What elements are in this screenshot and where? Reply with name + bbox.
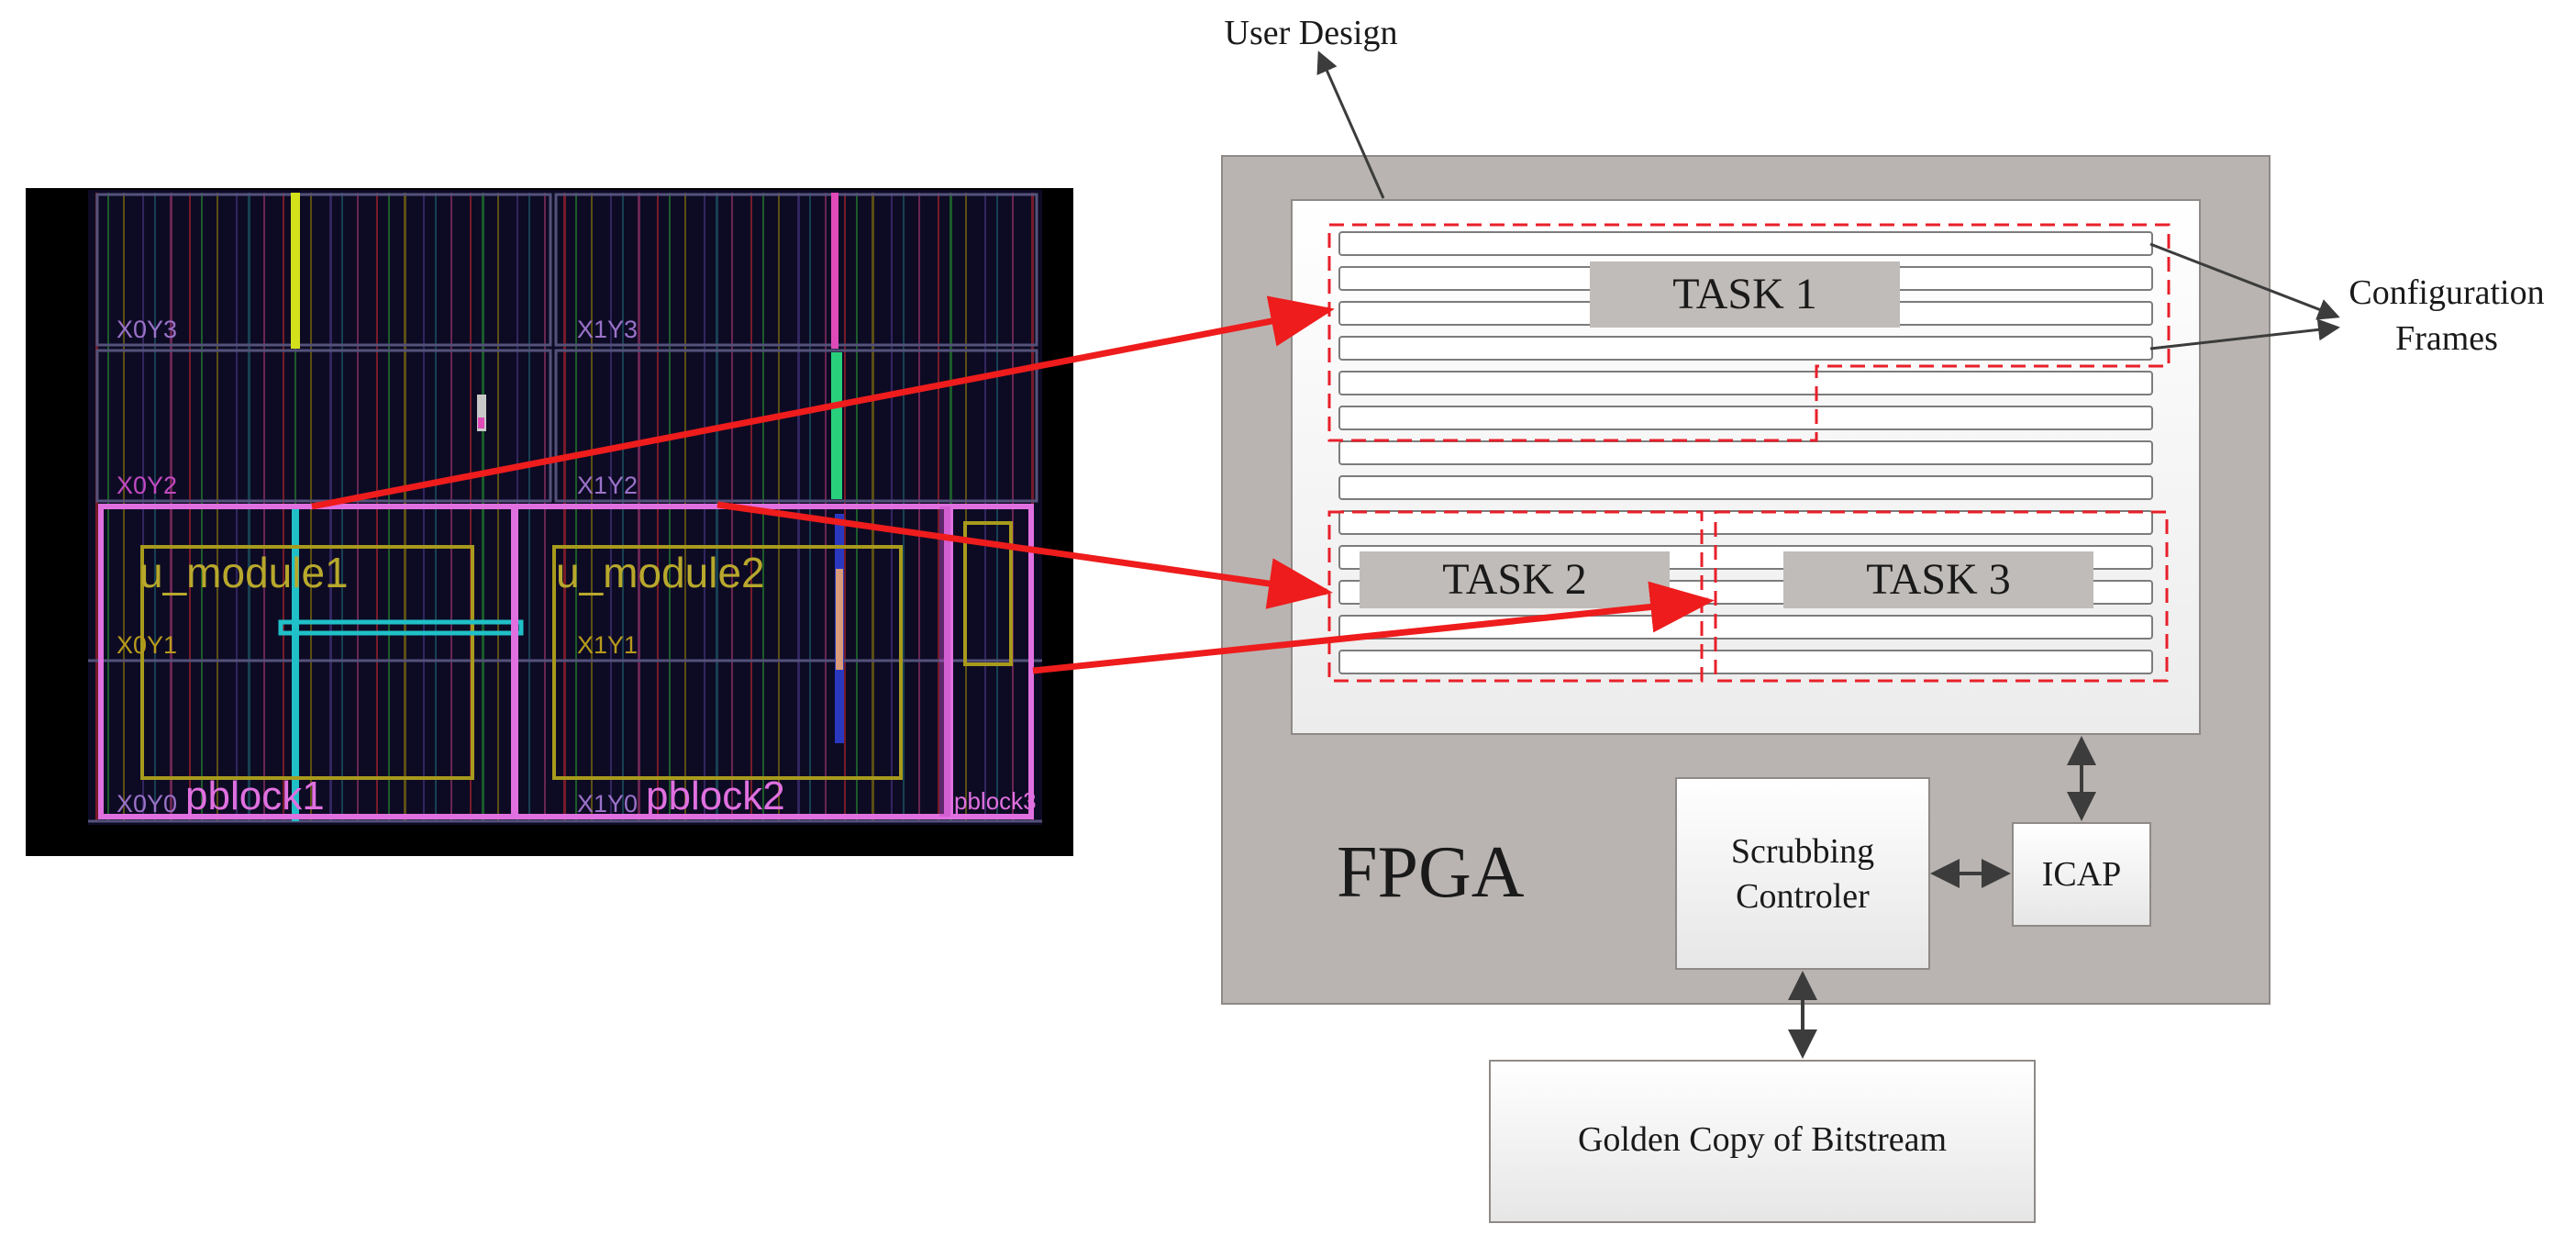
task3-plate	[1783, 551, 2093, 608]
highlight-column-green	[831, 352, 842, 499]
region-label-x1y0: X1Y0	[577, 790, 638, 818]
config-frame-arrows	[2149, 242, 2340, 350]
region-label-x1y3: X1Y3	[577, 316, 638, 343]
scrubbing-controller-box	[1675, 777, 1930, 970]
region-label-x1y2: X1Y2	[577, 472, 638, 499]
golden-copy-label: Golden Copy of Bitstream	[1578, 1120, 1947, 1159]
routing-column	[95, 193, 98, 822]
icap-label: ICAP	[2042, 855, 2122, 894]
module-label-1: u_module1	[139, 549, 349, 596]
task3-label: TASK 3	[1866, 555, 2011, 604]
mapping-arrow-pblock3	[1032, 581, 1715, 674]
pblock-gap	[939, 506, 950, 817]
floorplan-marker-pink	[478, 417, 484, 428]
region-label-x0y3: X0Y3	[117, 316, 177, 343]
floorplan-marker	[477, 395, 486, 431]
highlight-column-cyan	[292, 505, 299, 821]
floorplan-view: X0Y3 X1Y3 X0Y2 X1Y2 X0Y1 X1Y1 X0Y0 X1Y0 …	[26, 188, 1073, 856]
region-label-x0y0: X0Y0	[117, 790, 177, 818]
scrubbing-label-line1: Scrubbing	[1731, 832, 1874, 871]
task2-label: TASK 2	[1442, 555, 1587, 604]
icap-box	[2012, 822, 2151, 927]
user-design-arrow	[1316, 50, 1385, 199]
config-frames-label-line1: Configuration	[2348, 273, 2544, 312]
fpga-label: FPGA	[1337, 832, 1525, 913]
mapping-arrow-pblock1	[311, 295, 1335, 510]
pblock-label-2: pblock2	[646, 773, 785, 818]
region-labels: X0Y3 X1Y3 X0Y2 X1Y2 X0Y1 X1Y1 X0Y0 X1Y0	[117, 316, 638, 818]
module-labels: u_module1 u_module2	[139, 549, 765, 596]
mapping-arrow-pblock2	[716, 501, 1333, 609]
highlight-column-salmon	[836, 569, 843, 670]
region-label-x0y2: X0Y2	[117, 472, 177, 499]
module-outlines	[140, 521, 1013, 780]
region-label-x0y1: X0Y1	[117, 631, 177, 659]
module-label-2: u_module2	[556, 549, 765, 596]
region-label-x1y1: X1Y1	[577, 631, 638, 659]
config-frame-arrow-2	[2149, 318, 2340, 350]
task2-plate	[1360, 551, 1670, 608]
pblock-label-3: pblock3	[954, 787, 1037, 815]
module-connection-bar	[278, 619, 524, 636]
task1-region	[1327, 223, 2171, 442]
user-design-label: User Design	[1225, 14, 1398, 52]
mapping-arrows	[311, 295, 1715, 674]
task1-label: TASK 1	[1672, 270, 1817, 318]
task3-region	[1714, 510, 2169, 683]
highlight-column-yellow	[291, 193, 300, 349]
pblock-labels: pblock1 pblock2 pblock3	[185, 773, 1037, 818]
highlight-column-pink	[831, 193, 838, 349]
config-frames-label-line2: Frames	[2395, 319, 2498, 358]
pblock-label-1: pblock1	[185, 773, 325, 818]
scrubbing-label-line2: Controler	[1736, 877, 1870, 916]
golden-copy-box	[1489, 1060, 2036, 1223]
connectors	[1788, 736, 2096, 1059]
task1-plate	[1590, 261, 1900, 328]
config-frame-arrow-1	[2149, 242, 2340, 320]
